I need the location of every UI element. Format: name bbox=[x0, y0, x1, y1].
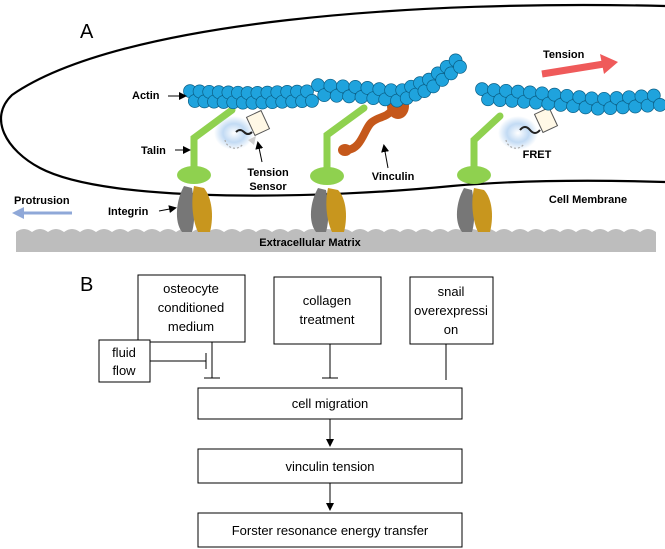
actin-filaments bbox=[183, 53, 665, 116]
integrin-pointer bbox=[158, 205, 177, 214]
integrin-alpha bbox=[310, 188, 329, 232]
snail-line-1: snail bbox=[438, 284, 465, 299]
integrin-beta bbox=[472, 188, 492, 232]
fret-box-label: Forster resonance energy transfer bbox=[232, 523, 429, 538]
cell-migration-label: cell migration bbox=[292, 396, 369, 411]
tension-sensor-spring bbox=[519, 126, 541, 134]
tension-sensor-module bbox=[533, 106, 559, 134]
snail-line-2: overexpressi bbox=[414, 303, 488, 318]
vinculin-label: Vinculin bbox=[372, 171, 415, 183]
collagen-treatment-box bbox=[273, 276, 382, 345]
sensor-pointer bbox=[255, 141, 264, 163]
osteocyte-line-1: osteocyte bbox=[163, 281, 219, 296]
actin-bead bbox=[305, 94, 319, 108]
snail-line-3: on bbox=[444, 322, 458, 337]
talin-head bbox=[457, 166, 491, 184]
talin-head bbox=[177, 166, 211, 184]
tension-sensor-label-1: Tension bbox=[247, 167, 289, 179]
talin-head bbox=[310, 167, 344, 185]
integrin-alpha bbox=[456, 188, 475, 232]
fluid-flow-line-1: fluid bbox=[112, 345, 136, 360]
tension-label: Tension bbox=[543, 49, 585, 61]
complex-fret bbox=[456, 106, 559, 232]
collagen-line-2: treatment bbox=[300, 312, 355, 327]
cell-migration-box bbox=[197, 387, 463, 420]
integrin-label: Integrin bbox=[108, 206, 149, 218]
panel-a-label: A bbox=[80, 21, 94, 43]
talin-rod bbox=[323, 104, 368, 173]
vinculin-tension-box bbox=[197, 448, 463, 484]
complex-tension-sensor bbox=[176, 106, 271, 232]
tension-sensor-glow bbox=[214, 116, 254, 150]
protrusion-label: Protrusion bbox=[14, 195, 70, 207]
fret-label: FRET bbox=[523, 149, 552, 161]
fret-box bbox=[197, 512, 463, 548]
fluid-flow-line-2: flow bbox=[112, 363, 136, 378]
protrusion-arrow bbox=[12, 207, 72, 219]
extracellular-matrix-label: Extracellular Matrix bbox=[259, 237, 361, 249]
sensor-dash bbox=[505, 139, 525, 149]
sensor-wedge bbox=[248, 136, 256, 145]
extracellular-matrix bbox=[16, 229, 656, 252]
collagen-line-1: collagen bbox=[303, 293, 351, 308]
cell-membrane-label: Cell Membrane bbox=[549, 194, 627, 206]
vinculin-head bbox=[338, 144, 352, 156]
osteocyte-line-3: medium bbox=[168, 319, 214, 334]
vinculin-tension-label: vinculin tension bbox=[286, 459, 375, 474]
panel-b-label: B bbox=[80, 274, 93, 296]
vinculin-pointer bbox=[381, 144, 390, 169]
complex-vinculin bbox=[310, 93, 409, 232]
actin-bead bbox=[453, 60, 467, 74]
integrin-beta bbox=[192, 186, 212, 232]
actin-label: Actin bbox=[132, 90, 160, 102]
talin-rod bbox=[470, 112, 504, 172]
actin-bead bbox=[653, 98, 665, 112]
talin-label: Talin bbox=[141, 145, 166, 157]
osteocyte-line-2: conditioned bbox=[158, 300, 225, 315]
tension-arrow bbox=[541, 54, 618, 78]
tension-sensor-label-2: Sensor bbox=[249, 181, 287, 193]
osteocyte-medium-box bbox=[137, 274, 246, 343]
cell-outline bbox=[0, 3, 665, 197]
talin-rod bbox=[190, 106, 236, 172]
inhibition-connectors bbox=[150, 342, 447, 380]
integrin-alpha bbox=[176, 186, 195, 232]
tension-sensor-spring bbox=[235, 129, 253, 135]
tension-sensor-module bbox=[245, 109, 271, 137]
snail-overexpression-box bbox=[409, 276, 494, 345]
integrin-beta bbox=[326, 188, 346, 232]
fluid-flow-box bbox=[98, 339, 151, 383]
sensor-dash bbox=[224, 139, 244, 149]
vinculin-protein bbox=[342, 106, 396, 154]
fret-glow bbox=[498, 116, 538, 150]
